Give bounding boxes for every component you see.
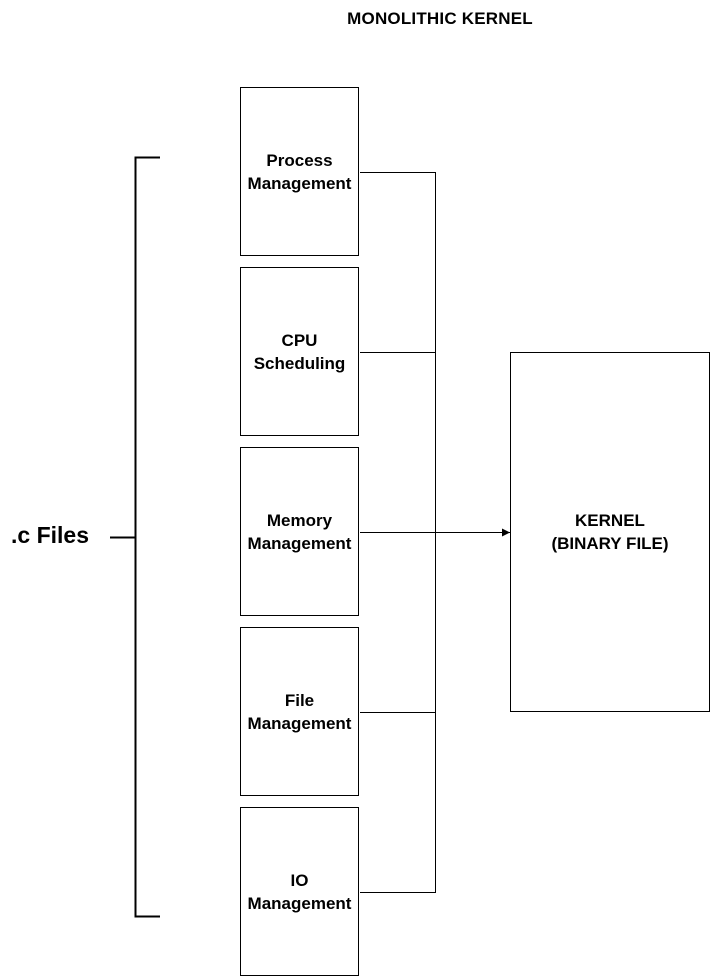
module-label-line2: Management (247, 713, 352, 733)
module-cpu-scheduling: CPU Scheduling (240, 267, 359, 436)
module-file-management: File Management (240, 627, 359, 796)
kernel-binary-box: KERNEL (BINARY FILE) (510, 352, 710, 712)
files-bracket (134, 156, 160, 918)
c-files-label: .c Files (11, 522, 89, 548)
module-memory-management: Memory Management (240, 447, 359, 616)
module-process-management: Process Management (240, 87, 359, 256)
module-label-line2: Scheduling (253, 353, 346, 373)
module-label-line1: Process (266, 150, 333, 170)
kernel-label-line1: KERNEL (575, 511, 645, 530)
module-label-line2: Management (247, 533, 352, 553)
module-label-line2: Management (247, 173, 352, 193)
kernel-label-line2: (BINARY FILE) (551, 534, 669, 553)
module-label-line1: CPU (281, 330, 318, 350)
module-label-line1: File (284, 690, 315, 710)
module-label-line2: Management (247, 893, 352, 913)
module-io-management: IO Management (240, 807, 359, 976)
diagram-title: MONOLITHIC KERNEL (347, 9, 533, 28)
module-label-line1: IO (290, 870, 309, 890)
module-label-line1: Memory (266, 510, 333, 530)
